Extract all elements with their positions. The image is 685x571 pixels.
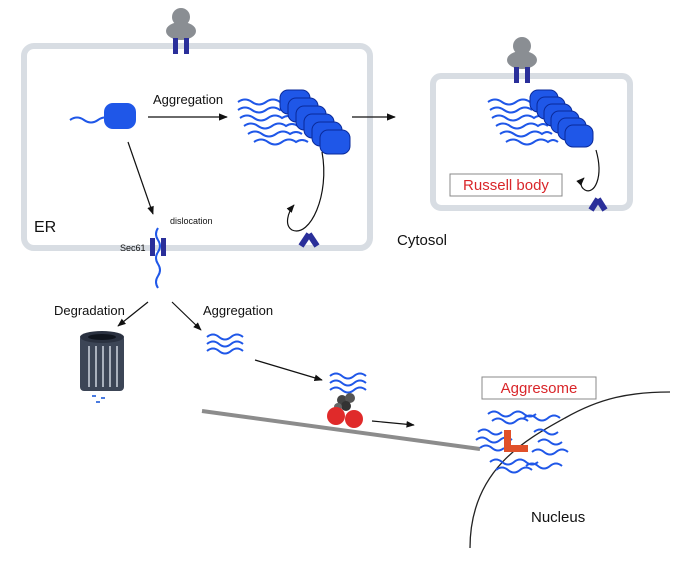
er-membrane (21, 43, 373, 251)
arrow-to-aggresome (371, 420, 415, 428)
russell-body-membrane (430, 73, 633, 211)
er-label: ER (34, 219, 56, 236)
russell-aggregate (487, 89, 594, 148)
dislocation-label: dislocation (170, 216, 213, 226)
aggresome-cluster (475, 410, 569, 474)
misfolded-protein (69, 103, 136, 129)
russell-body-label: Russell body (449, 173, 563, 197)
russell-body-text: Russell body (463, 177, 549, 194)
aggregation-arrow-bottom (171, 301, 202, 331)
nucleus-outline (469, 391, 671, 549)
er-feedback-arrow (286, 151, 325, 232)
membrane-receptor-russell (507, 37, 537, 83)
sec61-label: Sec61 (120, 243, 146, 253)
dynein-motor-complex (327, 372, 367, 428)
proteasome-icon (80, 331, 124, 403)
degradation-arrow (117, 301, 149, 327)
dislocated-strand (155, 227, 161, 289)
aggregation-label-bottom: Aggregation (203, 303, 273, 318)
er-chaperone (298, 232, 320, 248)
membrane-receptor-er (166, 8, 196, 54)
transport-arrow (254, 359, 323, 382)
microtubule (201, 409, 481, 451)
degradation-label: Degradation (54, 303, 125, 318)
aggregation-label-top: Aggregation (153, 92, 223, 107)
dislocation-arrow (127, 141, 154, 215)
russell-chaperone (588, 197, 608, 212)
aggresome-label: Aggresome (481, 376, 597, 400)
er-aggregate (237, 89, 351, 155)
aggresome-text: Aggresome (501, 380, 578, 397)
russell-feedback-arrow (576, 149, 600, 192)
cytosol-label: Cytosol (397, 232, 447, 249)
sec61-channel (150, 238, 166, 256)
cytosolic-aggregate (206, 333, 244, 355)
nucleus-label: Nucleus (531, 509, 585, 526)
